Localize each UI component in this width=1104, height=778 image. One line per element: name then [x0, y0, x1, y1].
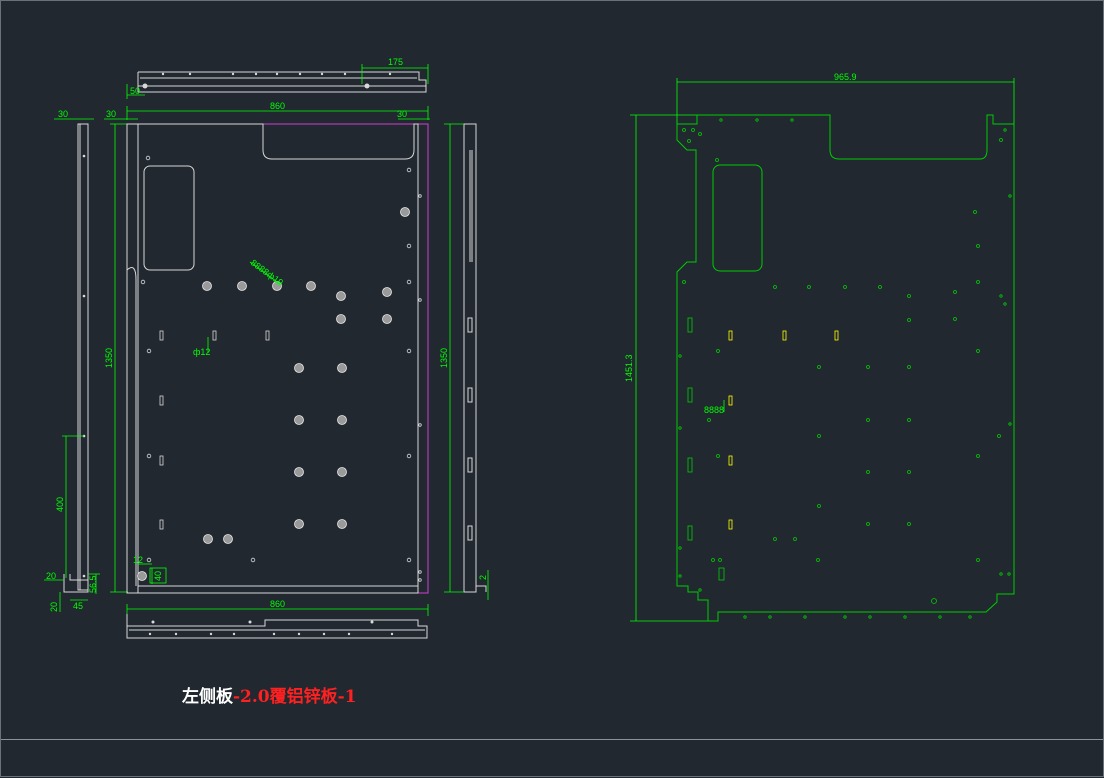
dim-1350-left [110, 123, 128, 593]
dim-175-label: 175 [388, 57, 403, 67]
oblique-leader [249, 261, 281, 285]
dim-400 [62, 435, 84, 578]
dim-30-left-label: 30 [58, 109, 68, 119]
dim-1451-3 [630, 114, 710, 622]
top-flange-view [137, 71, 427, 93]
dim-56-5-label: 56.5 [88, 575, 98, 593]
top-flange-holes [142, 72, 392, 89]
dim-860-top-label: 860 [270, 101, 285, 111]
dim-30-inner-label: 30 [106, 109, 116, 119]
dim-12-label: 12 [133, 555, 143, 565]
unfold-holes [678, 118, 1012, 619]
unfold-outline [676, 114, 1015, 622]
dim-2-label: 2 [478, 575, 488, 580]
dim-bottom-small [44, 573, 100, 612]
dim-50 [126, 84, 145, 99]
panel-small-holes [140, 155, 422, 582]
unfold-cutout-window [712, 164, 763, 272]
dim-20a-label: 20 [46, 571, 56, 581]
dim-1350-left-label: 1350 [104, 348, 114, 368]
unfold-slots-yellow [728, 330, 839, 530]
dim-30-right-label: 30 [397, 109, 407, 119]
dim-45-label: 45 [73, 601, 83, 611]
left-strip-holes [82, 154, 86, 578]
dim-1350-right [444, 123, 489, 600]
unfold-slots-green [687, 317, 725, 581]
dim-175 [361, 64, 429, 84]
panel-large-holes [137, 207, 410, 581]
dim-1350-right-label: 1350 [439, 348, 449, 368]
dim-965-9 [676, 78, 1015, 124]
dim-corner-small [138, 563, 167, 584]
dim-1451-3-label: 1451.3 [624, 354, 634, 382]
dim-860-bottom-label: 860 [270, 599, 285, 609]
oblique-leader-label: 8888ф19 [249, 258, 285, 288]
main-panel-outline [126, 123, 429, 594]
bottom-status-bar [0, 739, 1104, 778]
bottom-flange-holes [148, 620, 394, 636]
dim-50-label: 50 [130, 86, 140, 96]
dim-400-label: 400 [55, 497, 65, 512]
drawing-title: 左侧板-2.0覆铝锌板-1 [182, 686, 357, 707]
left-side-strip [63, 123, 89, 593]
dim-40-label: 40 [153, 571, 163, 581]
dim-860-top [126, 106, 429, 120]
title-prefix: 左侧板 [182, 686, 234, 707]
dim-20b-label: 20 [49, 602, 59, 612]
panel-cutout-window [143, 165, 195, 271]
panel-slots [159, 330, 270, 530]
unfold-small-leader-label: 8888 [704, 405, 724, 415]
bottom-flange-view [126, 614, 428, 639]
small-leader-label: ф12 [193, 347, 210, 357]
dim-965-9-label: 965.9 [834, 72, 857, 82]
right-side-strip [463, 123, 487, 593]
title-suffix: -2.0覆铝锌板-1 [233, 686, 357, 707]
